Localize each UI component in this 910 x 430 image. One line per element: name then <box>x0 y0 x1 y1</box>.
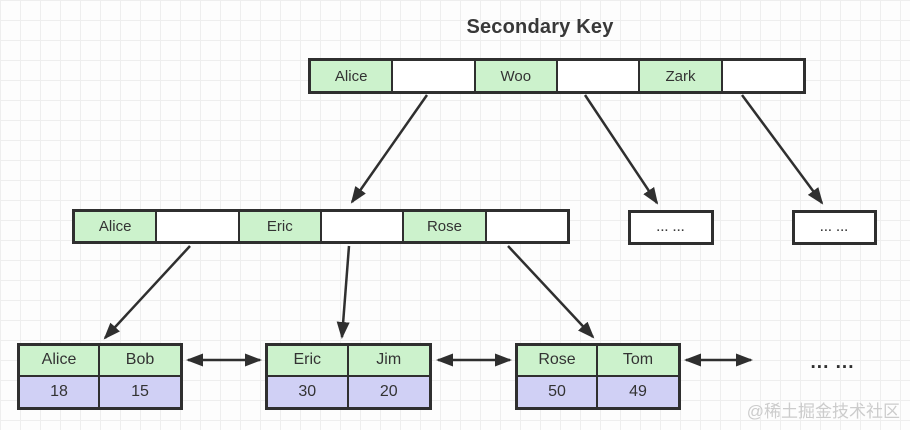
internal-pointer-cell <box>319 212 403 241</box>
leaf-value-cell: 50 <box>518 376 598 407</box>
leaf-node-1: Alice Bob 18 15 <box>17 343 183 410</box>
leaf-key-cell: Tom <box>598 346 678 377</box>
edge-internal-to-leaf-1 <box>103 245 191 340</box>
edge-root-to-ellipsis-1 <box>583 94 659 205</box>
ellipsis-node-1: ... ... <box>628 210 714 245</box>
internal-key-cell: Alice <box>75 212 156 241</box>
leaf-node-2: Eric Jim 30 20 <box>265 343 432 410</box>
internal-node: Alice Eric Rose <box>72 209 570 244</box>
leaf-node-3: Rose Tom 50 49 <box>515 343 681 410</box>
root-key-cell: Woo <box>473 61 556 91</box>
watermark: @稀土掘金技术社区 <box>746 402 900 421</box>
edge-internal-to-leaf-3 <box>507 245 595 339</box>
edge-root-to-ellipsis-2 <box>740 94 824 205</box>
root-pointer-cell <box>720 61 803 91</box>
edge-root-to-internal <box>350 94 429 204</box>
root-key-cell: Zark <box>638 61 721 91</box>
leaf-key-cell: Alice <box>20 346 100 377</box>
internal-pointer-cell <box>484 212 567 241</box>
leaf-key-cell: Eric <box>268 346 349 377</box>
diagram-title: Secondary Key <box>466 16 614 38</box>
leaf-value-cell: 30 <box>268 376 349 407</box>
internal-pointer-cell <box>155 212 238 241</box>
leaf-value-cell: 18 <box>20 376 100 407</box>
leaf-key-cell: Rose <box>518 346 598 377</box>
internal-key-cell: Rose <box>402 212 485 241</box>
root-key-cell: Alice <box>311 61 392 91</box>
leaf-value-cell: 49 <box>598 376 678 407</box>
leaf-key-cell: Bob <box>100 346 180 377</box>
edge-internal-to-leaf-2 <box>336 245 351 339</box>
leaf-value-cell: 20 <box>348 376 429 407</box>
root-node: Alice Woo Zark <box>308 58 806 94</box>
root-pointer-cell <box>555 61 639 91</box>
leaf-chain-ellipsis: ... ... <box>810 352 855 373</box>
root-pointer-cell <box>391 61 474 91</box>
leaf-key-cell: Jim <box>348 346 429 377</box>
internal-key-cell: Eric <box>237 212 320 241</box>
leaf-value-cell: 15 <box>100 376 180 407</box>
ellipsis-node-2: ... ... <box>792 210 877 245</box>
